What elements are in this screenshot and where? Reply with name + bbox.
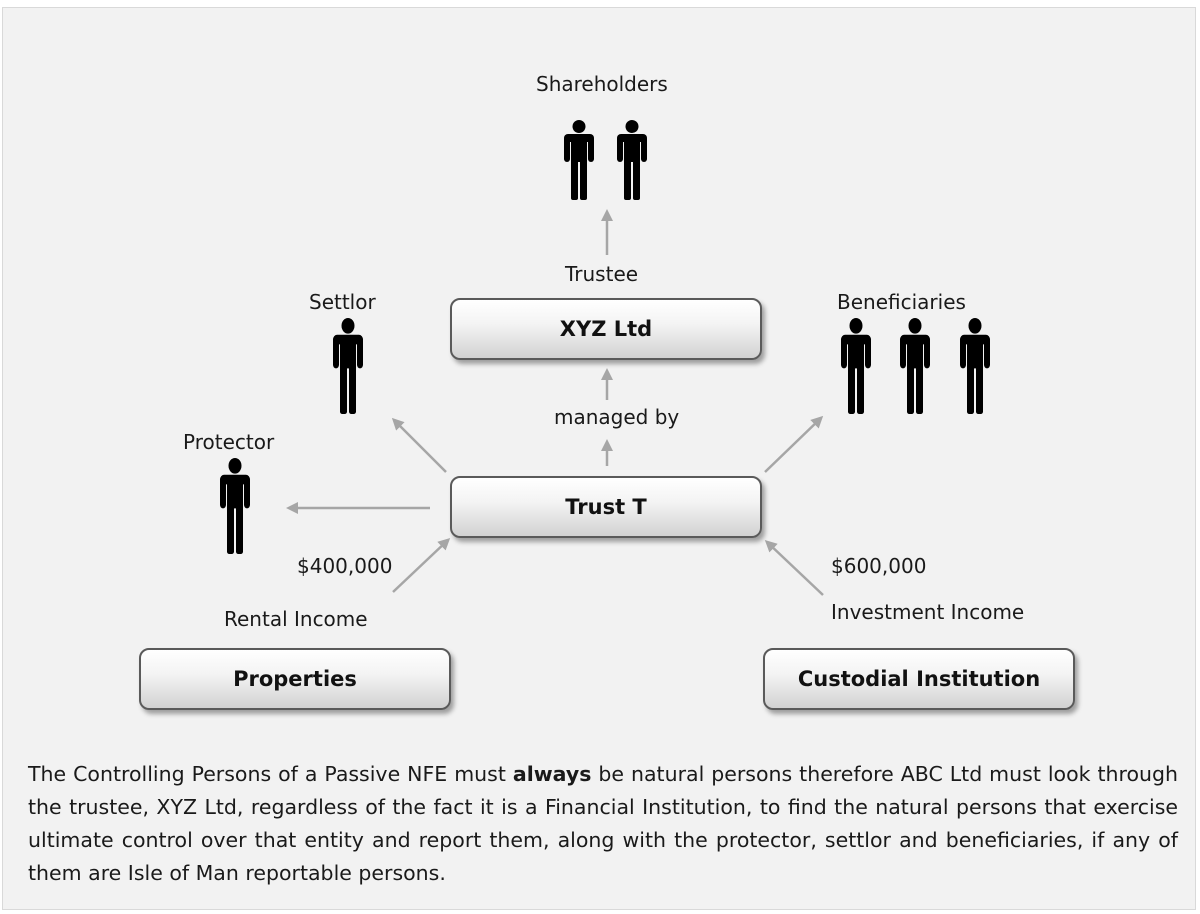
- amount-right-label: $600,000: [831, 554, 927, 578]
- trustee-label: Trustee: [565, 262, 639, 286]
- explanation-paragraph: The Controlling Persons of a Passive NFE…: [28, 758, 1178, 890]
- properties-box: Properties: [139, 648, 451, 710]
- arrow-trust-to-beneficiaries: [764, 415, 824, 473]
- person-icon: [900, 318, 930, 414]
- arrow-properties-to-trust: [392, 537, 451, 593]
- person-icon: [617, 120, 647, 200]
- custodial-institution-box: Custodial Institution: [763, 648, 1075, 710]
- person-icon: [841, 318, 871, 414]
- beneficiaries-label: Beneficiaries: [837, 290, 966, 314]
- person-icon: [564, 120, 594, 200]
- settlor-label: Settlor: [309, 290, 376, 314]
- person-icon: [220, 458, 250, 554]
- diagram-panel: [2, 7, 1196, 910]
- amount-left-label: $400,000: [297, 554, 393, 578]
- paragraph-text-start: The Controlling Persons of a Passive NFE…: [28, 762, 513, 786]
- protector-label: Protector: [183, 430, 275, 454]
- trust-t-box: Trust T: [450, 476, 762, 538]
- shareholders-label: Shareholders: [536, 72, 668, 96]
- arrow-custodial-to-trust: [764, 539, 824, 596]
- managed-by-label: managed by: [554, 405, 680, 429]
- person-icon: [333, 318, 363, 414]
- paragraph-text-end: be natural persons therefore ABC Ltd mus…: [28, 762, 1179, 885]
- arrow-trust-to-settlor: [391, 417, 447, 473]
- rental-income-label: Rental Income: [224, 607, 368, 631]
- investment-income-label: Investment Income: [831, 600, 1025, 624]
- paragraph-bold-word: always: [512, 762, 592, 786]
- xyz-ltd-box: XYZ Ltd: [450, 298, 762, 360]
- person-icon: [960, 318, 990, 414]
